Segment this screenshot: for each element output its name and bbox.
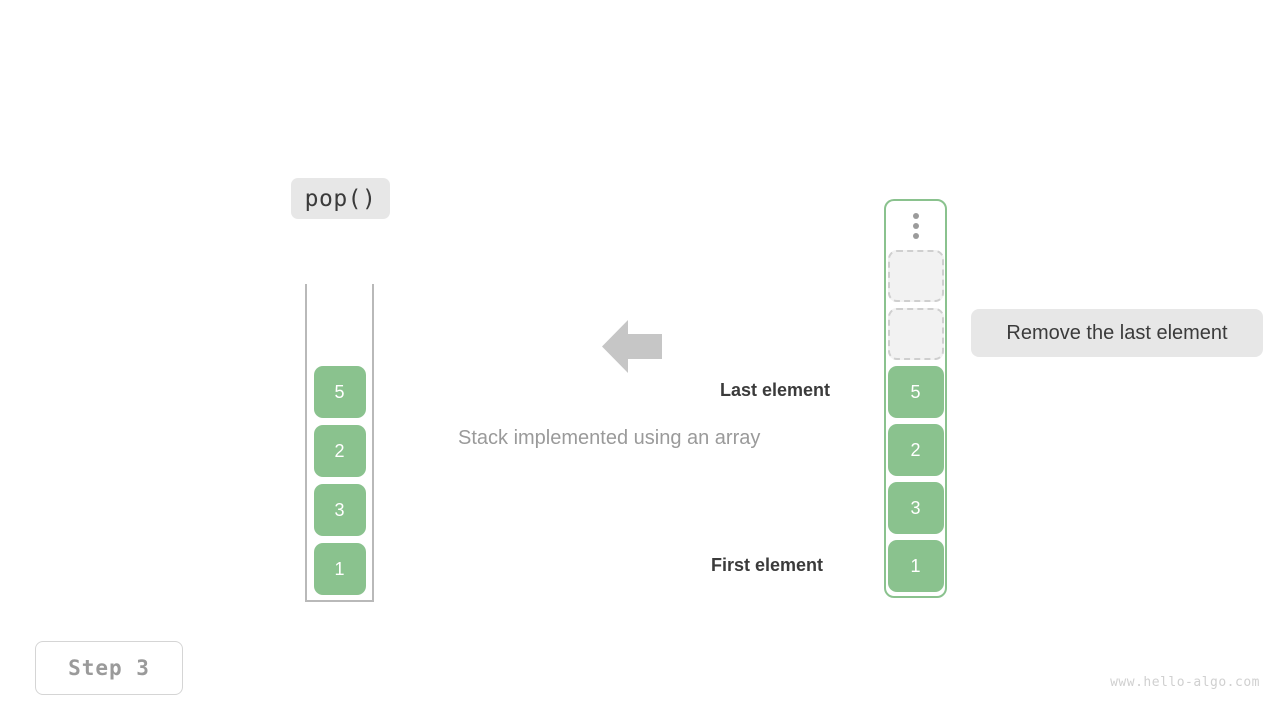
empty-slot <box>887 308 944 360</box>
stack-cell: 2 <box>313 425 366 477</box>
stack-cell: 5 <box>313 366 366 418</box>
vertical-ellipsis-icon <box>886 213 945 239</box>
array-container: 5 2 3 1 <box>884 199 947 598</box>
callout-remove-last-element: Remove the last element <box>971 309 1263 357</box>
empty-slot <box>887 250 944 302</box>
array-cell: 3 <box>887 482 944 534</box>
stack-cell: 1 <box>313 543 366 595</box>
operation-label: pop() <box>291 178 390 219</box>
step-badge: Step 3 <box>35 641 183 695</box>
first-element-label: First element <box>711 555 824 575</box>
stack-open-container: 5 2 3 1 <box>305 284 374 602</box>
stack-cell: 3 <box>313 484 366 536</box>
array-cell: 5 <box>887 366 944 418</box>
last-element-label: Last element <box>720 380 831 400</box>
array-cell: 2 <box>887 424 944 476</box>
watermark: www.hello-algo.com <box>1110 675 1260 690</box>
arrow-left-icon <box>602 320 662 373</box>
array-cell: 1 <box>887 540 944 592</box>
diagram-caption: Stack implemented using an array <box>458 427 761 449</box>
